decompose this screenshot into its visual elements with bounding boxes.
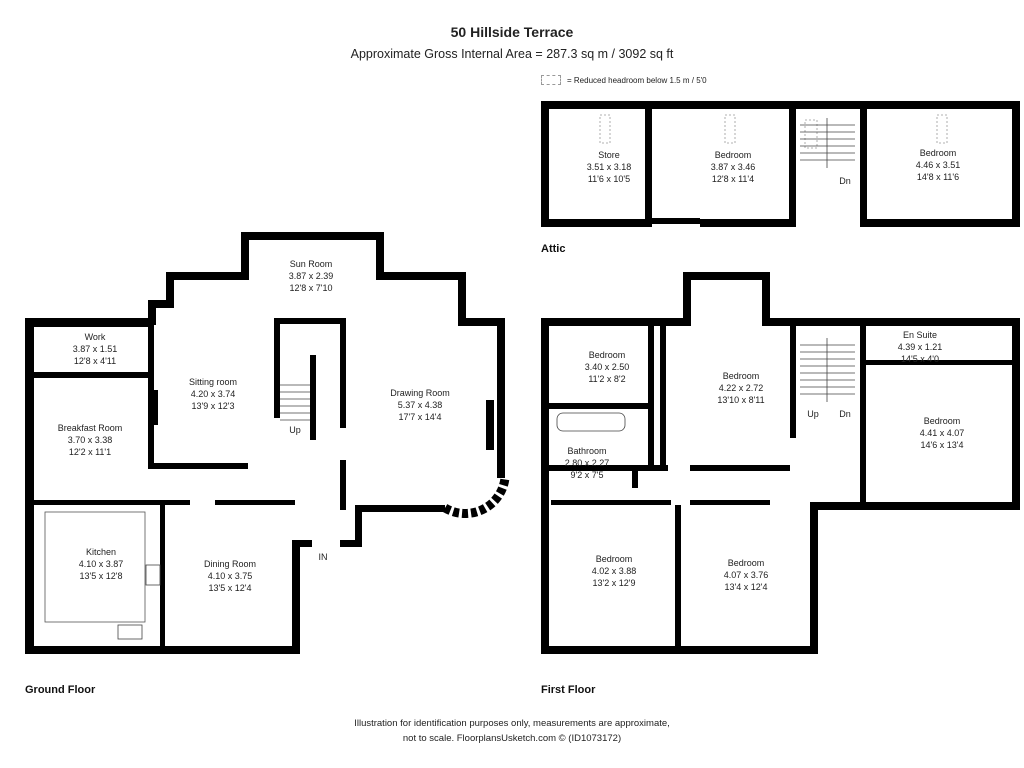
footer-line-1: Illustration for identification purposes… [354, 718, 670, 729]
svg-text:14'5 x 4'0: 14'5 x 4'0 [901, 354, 939, 364]
svg-text:Breakfast Room: Breakfast Room [58, 423, 123, 433]
reduced-headroom-areas [599, 114, 948, 149]
svg-text:4.10 x 3.75: 4.10 x 3.75 [208, 571, 253, 581]
room-bathroom: Bathroom 2.80 x 2.27 9'2 x 7'5 [565, 446, 610, 480]
room-drawing-room: Drawing Room 5.37 x 4.38 17'7 x 14'4 [390, 388, 450, 422]
svg-text:Kitchen: Kitchen [86, 547, 116, 557]
svg-text:Store: Store [598, 150, 620, 160]
svg-text:Sitting room: Sitting room [189, 377, 237, 387]
svg-text:11'6 x 10'5: 11'6 x 10'5 [588, 174, 630, 184]
svg-text:17'7 x 14'4: 17'7 x 14'4 [399, 412, 442, 422]
svg-text:Bedroom: Bedroom [723, 371, 760, 381]
svg-text:11'2 x 8'2: 11'2 x 8'2 [588, 374, 625, 384]
ground-floor-label: Ground Floor [25, 684, 96, 696]
svg-text:3.87 x 1.51: 3.87 x 1.51 [73, 344, 118, 354]
svg-text:Bedroom: Bedroom [924, 416, 961, 426]
sink [117, 624, 143, 640]
svg-text:4.10 x 3.87: 4.10 x 3.87 [79, 559, 124, 569]
svg-text:13'9 x 12'3: 13'9 x 12'3 [192, 401, 235, 411]
bathtub [556, 412, 626, 432]
svg-text:5.37 x 4.38: 5.37 x 4.38 [398, 400, 443, 410]
svg-text:Bedroom: Bedroom [596, 554, 633, 564]
svg-text:3.70 x 3.38: 3.70 x 3.38 [68, 435, 113, 445]
room-bedroom-first-1: Bedroom 3.40 x 2.50 11'2 x 8'2 [585, 350, 630, 384]
attic-stairs-down-label: Dn [839, 176, 851, 186]
attic-walls [541, 101, 1020, 227]
svg-text:12'8 x 7'10: 12'8 x 7'10 [290, 283, 333, 293]
svg-text:Bedroom: Bedroom [728, 558, 765, 568]
first-stairs [800, 338, 855, 402]
room-bedroom-first-3: Bedroom 4.41 x 4.07 14'6 x 13'4 [920, 416, 965, 450]
room-dining-room: Dining Room 4.10 x 3.75 13'5 x 12'4 [204, 559, 256, 593]
room-bedroom-attic-1: Bedroom 3.87 x 3.46 12'8 x 11'4 [711, 150, 756, 184]
entrance-label: IN [319, 552, 328, 562]
attic-label: Attic [541, 243, 565, 255]
room-bedroom-first-2: Bedroom 4.22 x 2.72 13'10 x 8'11 [717, 371, 764, 405]
first-floor-walls [541, 272, 1020, 654]
first-floor-label: First Floor [541, 684, 596, 696]
kitchen-units [44, 511, 146, 623]
room-en-suite: En Suite 4.39 x 1.21 14'5 x 4'0 [898, 330, 943, 364]
room-bedroom-first-5: Bedroom 4.07 x 3.76 13'4 x 12'4 [724, 558, 769, 592]
ground-stairs-up-label: Up [289, 425, 301, 435]
svg-text:13'10 x 8'11: 13'10 x 8'11 [717, 395, 764, 405]
svg-text:Bedroom: Bedroom [715, 150, 752, 160]
svg-text:3.40 x 2.50: 3.40 x 2.50 [585, 362, 630, 372]
room-store: Store 3.51 x 3.18 11'6 x 10'5 [587, 150, 632, 184]
svg-text:2.80 x 2.27: 2.80 x 2.27 [565, 458, 610, 468]
svg-text:4.41 x 4.07: 4.41 x 4.07 [920, 428, 965, 438]
reduced-headroom-swatch [541, 75, 561, 85]
svg-text:Bedroom: Bedroom [589, 350, 626, 360]
svg-text:3.51 x 3.18: 3.51 x 3.18 [587, 162, 632, 172]
attic-stairs [800, 118, 855, 168]
svg-text:Work: Work [85, 332, 106, 342]
footer-disclaimer: Illustration for identification purposes… [0, 716, 1024, 746]
legend: = Reduced headroom below 1.5 m / 5'0 [541, 75, 707, 85]
svg-text:12'2 x 11'1: 12'2 x 11'1 [69, 447, 111, 457]
hob [145, 564, 161, 586]
svg-text:4.39 x 1.21: 4.39 x 1.21 [898, 342, 943, 352]
svg-text:13'5 x 12'8: 13'5 x 12'8 [80, 571, 123, 581]
footer-line-2: not to scale. FloorplansUsketch.com © (I… [402, 733, 622, 744]
svg-text:9'2 x 7'5: 9'2 x 7'5 [571, 470, 604, 480]
svg-text:3.87 x 3.46: 3.87 x 3.46 [711, 162, 756, 172]
ground-floor-walls [25, 232, 505, 654]
svg-text:Drawing Room: Drawing Room [390, 388, 450, 398]
svg-text:Sun Room: Sun Room [290, 259, 333, 269]
svg-text:13'2 x 12'9: 13'2 x 12'9 [593, 578, 636, 588]
svg-text:12'8 x 4'11: 12'8 x 4'11 [74, 356, 116, 366]
room-sitting-room: Sitting room 4.20 x 3.74 13'9 x 12'3 [189, 377, 237, 411]
legend-text: = Reduced headroom below 1.5 m / 5'0 [567, 75, 707, 85]
room-breakfast-room: Breakfast Room 3.70 x 3.38 12'2 x 11'1 [58, 423, 123, 457]
plan-title: 50 Hillside Terrace [450, 24, 574, 40]
room-kitchen: Kitchen 4.10 x 3.87 13'5 x 12'8 [79, 547, 124, 581]
svg-text:4.02 x 3.88: 4.02 x 3.88 [592, 566, 637, 576]
svg-text:14'6 x 13'4: 14'6 x 13'4 [921, 440, 964, 450]
room-bedroom-attic-2: Bedroom 4.46 x 3.51 14'8 x 11'6 [916, 148, 961, 182]
svg-text:4.22 x 2.72: 4.22 x 2.72 [719, 383, 764, 393]
svg-text:12'8 x 11'4: 12'8 x 11'4 [712, 174, 754, 184]
room-work: Work 3.87 x 1.51 12'8 x 4'11 [73, 332, 118, 366]
room-sun-room: Sun Room 3.87 x 2.39 12'8 x 7'10 [289, 259, 334, 293]
svg-text:Bedroom: Bedroom [920, 148, 957, 158]
room-bedroom-first-4: Bedroom 4.02 x 3.88 13'2 x 12'9 [592, 554, 637, 588]
area-subtitle: Approximate Gross Internal Area = 287.3 … [350, 47, 674, 61]
svg-text:4.20 x 3.74: 4.20 x 3.74 [191, 389, 236, 399]
svg-text:3.87 x 2.39: 3.87 x 2.39 [289, 271, 334, 281]
ground-stairs [280, 384, 310, 421]
svg-text:14'8 x 11'6: 14'8 x 11'6 [917, 172, 959, 182]
svg-text:4.46 x 3.51: 4.46 x 3.51 [916, 160, 961, 170]
svg-text:Bathroom: Bathroom [567, 446, 606, 456]
first-stairs-down-label: Dn [839, 409, 851, 419]
svg-text:Dining Room: Dining Room [204, 559, 256, 569]
svg-text:13'4 x 12'4: 13'4 x 12'4 [725, 582, 768, 592]
first-stairs-up-label: Up [807, 409, 819, 419]
svg-text:En Suite: En Suite [903, 330, 937, 340]
svg-text:4.07 x 3.76: 4.07 x 3.76 [724, 570, 769, 580]
bay-window [442, 477, 510, 518]
svg-text:13'5 x 12'4: 13'5 x 12'4 [209, 583, 252, 593]
